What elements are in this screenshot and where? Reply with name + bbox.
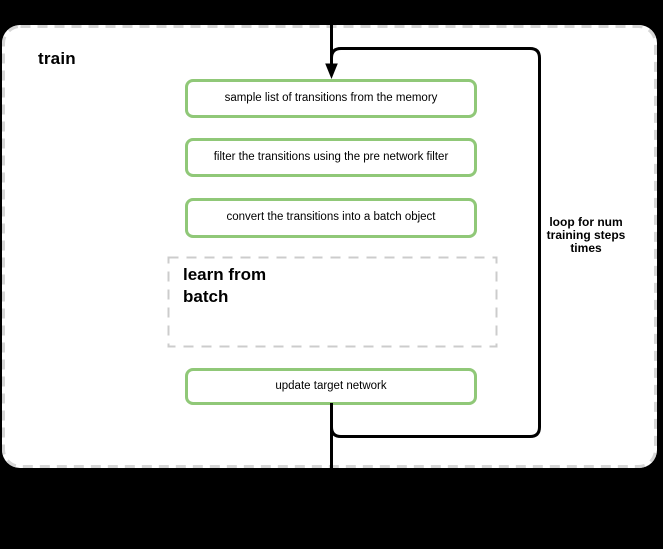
step-convert-to-batch: convert the transitions into a batch obj… xyxy=(185,198,477,238)
step-sample-transitions: sample list of transitions from the memo… xyxy=(185,79,477,118)
step-label: sample list of transitions from the memo… xyxy=(224,91,438,104)
step-update-target-network: update target network xyxy=(185,368,477,405)
diagram-title: train xyxy=(38,49,76,68)
step-filter-transitions: filter the transitions using the pre net… xyxy=(185,138,477,177)
subprocess-label: learn from batch xyxy=(183,265,267,306)
loop-annotation: loop for num training steps times xyxy=(546,215,626,255)
step-label: update target network xyxy=(275,379,387,392)
step-label: convert the transitions into a batch obj… xyxy=(226,211,436,224)
step-label: filter the transitions using the pre net… xyxy=(213,150,449,163)
subprocess-learn-from-batch: learn from batch xyxy=(168,257,497,347)
